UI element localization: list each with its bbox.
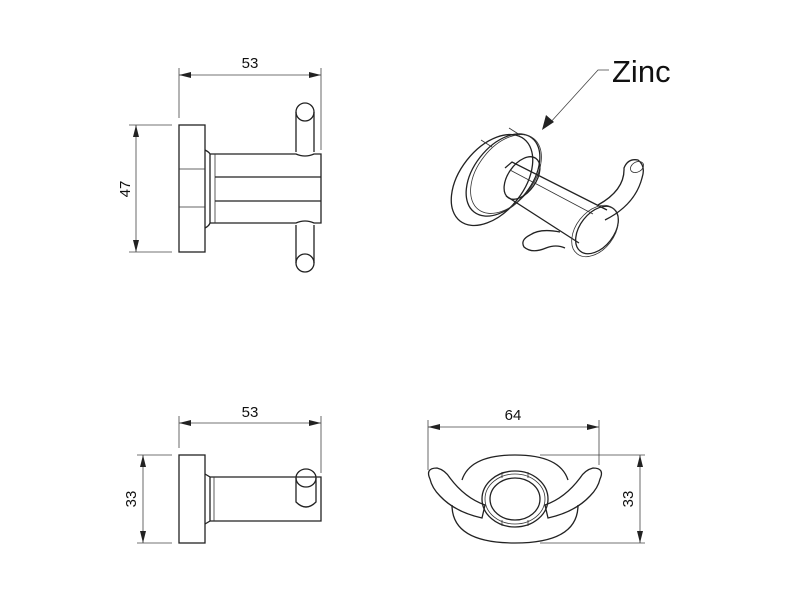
front-width-dimension: 53: [178, 55, 322, 150]
top-height-label: 33: [620, 491, 637, 508]
side-wall-plate: [178, 454, 206, 544]
material-callout: Zinc: [542, 54, 671, 130]
front-height-label: 47: [117, 181, 134, 198]
bar-end: [489, 477, 541, 521]
top-width-dimension: 64: [427, 407, 600, 470]
top-width-label: 64: [505, 407, 522, 424]
side-width-label: 53: [242, 404, 259, 421]
material-label: Zinc: [612, 54, 671, 89]
front-height-dimension: 47: [117, 124, 172, 253]
wall-plate: [178, 124, 206, 253]
top-height-dimension: 33: [540, 454, 645, 544]
side-height-dimension: 33: [123, 454, 172, 544]
top-view: 64 33: [427, 407, 645, 544]
front-width-label: 53: [242, 55, 259, 72]
front-view: 53 47: [117, 55, 322, 273]
side-height-label: 33: [123, 491, 140, 508]
side-view: 53 33: [123, 404, 322, 544]
isometric-view: Zinc: [450, 54, 671, 258]
side-width-dimension: 53: [178, 404, 322, 473]
